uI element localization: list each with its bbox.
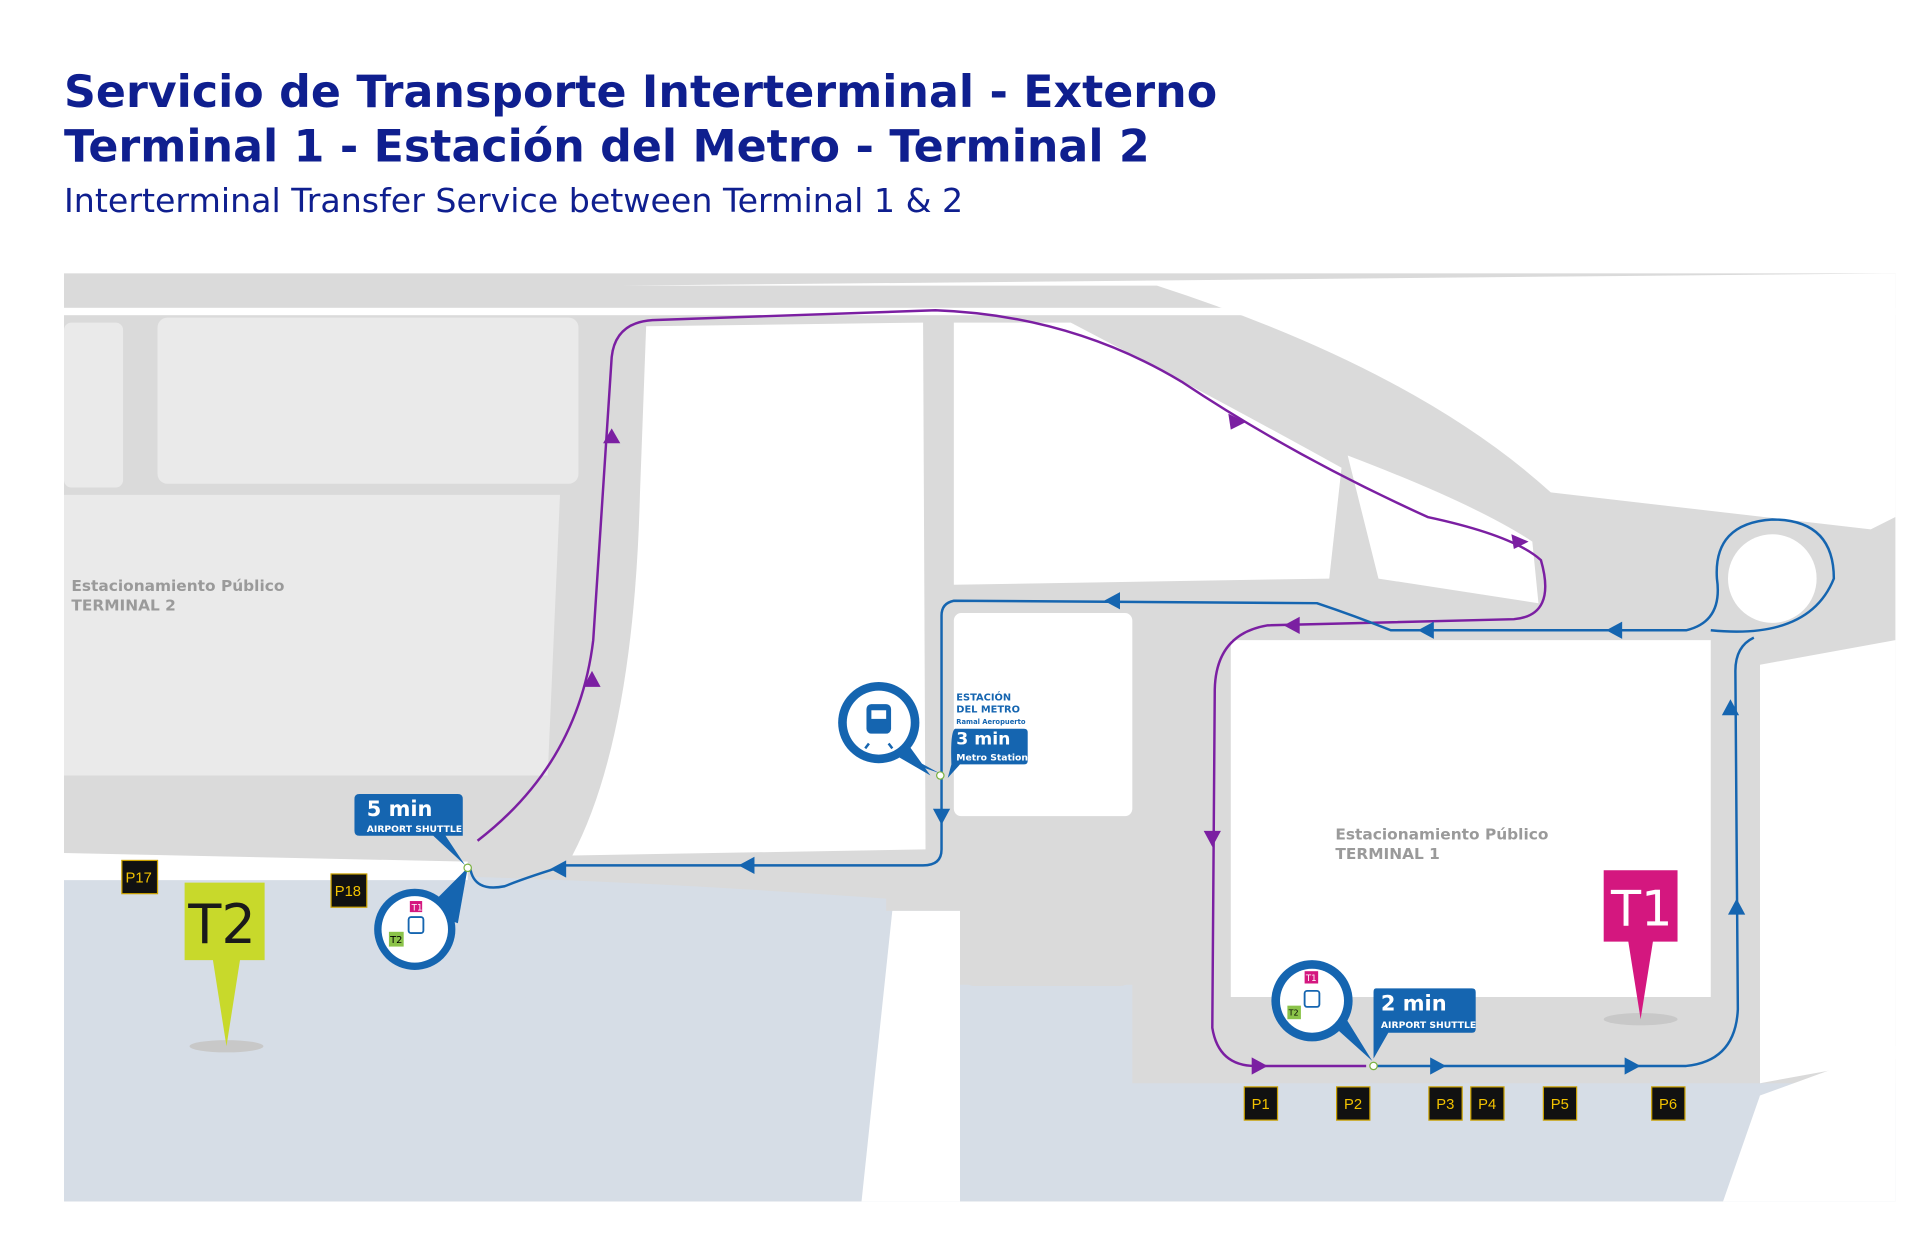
badge-t2: T2	[1288, 1008, 1299, 1017]
t1-label: T1	[1610, 880, 1672, 938]
badge-t1: T1	[411, 903, 423, 913]
stop-time: 2 min	[1381, 992, 1447, 1016]
gate-label: P1	[1252, 1097, 1270, 1113]
gate-label: P18	[335, 884, 361, 900]
t2-parking-label-2: TERMINAL 2	[71, 597, 175, 615]
train-icon	[864, 704, 894, 750]
gate-p2[interactable]: P2	[1336, 1086, 1371, 1121]
gate-p18[interactable]: P18	[330, 873, 368, 908]
stop-metro-station[interactable]: ESTACIÓN DEL METRO Ramal Aeropuerto 3 mi…	[838, 681, 1028, 780]
gate-p3[interactable]: P3	[1428, 1086, 1463, 1121]
t1-pin[interactable]: T1	[1603, 870, 1678, 1026]
gate-label: P17	[126, 871, 152, 887]
stop-label: AIRPORT SHUTTLE	[367, 824, 462, 835]
purple-route	[476, 309, 1547, 1068]
gate-p1[interactable]: P1	[1243, 1086, 1279, 1121]
gate-label: P5	[1551, 1097, 1569, 1113]
title-line-2: Terminal 1 - Estación del Metro - Termin…	[64, 121, 1150, 172]
parking-gates: P17 P18 P1 P2 P3 P4 P5 P6	[121, 859, 1686, 1121]
bus-icon	[407, 916, 425, 934]
badge-t1: T1	[1305, 974, 1317, 984]
blue-route	[468, 518, 1836, 1068]
stop-t1-shuttle[interactable]: T1 T2 2 min AIRPORT SHUTTLE	[1271, 960, 1476, 1071]
stop-label: Metro Station	[956, 753, 1028, 764]
t2-label: T2	[187, 893, 256, 956]
gate-p4[interactable]: P4	[1470, 1086, 1505, 1121]
base-map: Estacionamiento Público TERMINAL 2 Estac…	[64, 273, 1896, 1202]
gate-label: P6	[1659, 1097, 1677, 1113]
direction-arrows	[550, 413, 1746, 1075]
metro-name-3: Ramal Aeropuerto	[956, 718, 1026, 726]
gate-p6[interactable]: P6	[1651, 1086, 1686, 1121]
gate-p5[interactable]: P5	[1542, 1086, 1578, 1121]
stop-time: 5 min	[367, 797, 433, 821]
title-line-1: Servicio de Transporte Interterminal - E…	[64, 67, 1217, 118]
gate-label: P2	[1344, 1097, 1362, 1113]
bus-icon	[1303, 989, 1321, 1008]
gate-label: P3	[1436, 1097, 1454, 1113]
stop-t2-shuttle[interactable]: 5 min AIRPORT SHUTTLE T1 T2	[354, 793, 473, 970]
metro-name-2: DEL METRO	[956, 705, 1020, 716]
gate-p17[interactable]: P17	[121, 859, 159, 895]
t2-pin[interactable]: T2	[184, 882, 265, 1053]
t1-parking-label-1: Estacionamiento Público	[1335, 826, 1548, 844]
stop-time: 3 min	[956, 730, 1010, 750]
gate-label: P4	[1478, 1097, 1496, 1113]
stop-label: AIRPORT SHUTTLE	[1381, 1020, 1476, 1031]
badge-t2: T2	[389, 935, 402, 946]
t1-parking-label-2: TERMINAL 1	[1335, 845, 1439, 863]
metro-name-1: ESTACIÓN	[956, 690, 1011, 703]
subtitle: Interterminal Transfer Service between T…	[64, 181, 963, 220]
t2-parking-label-1: Estacionamiento Público	[71, 577, 284, 595]
